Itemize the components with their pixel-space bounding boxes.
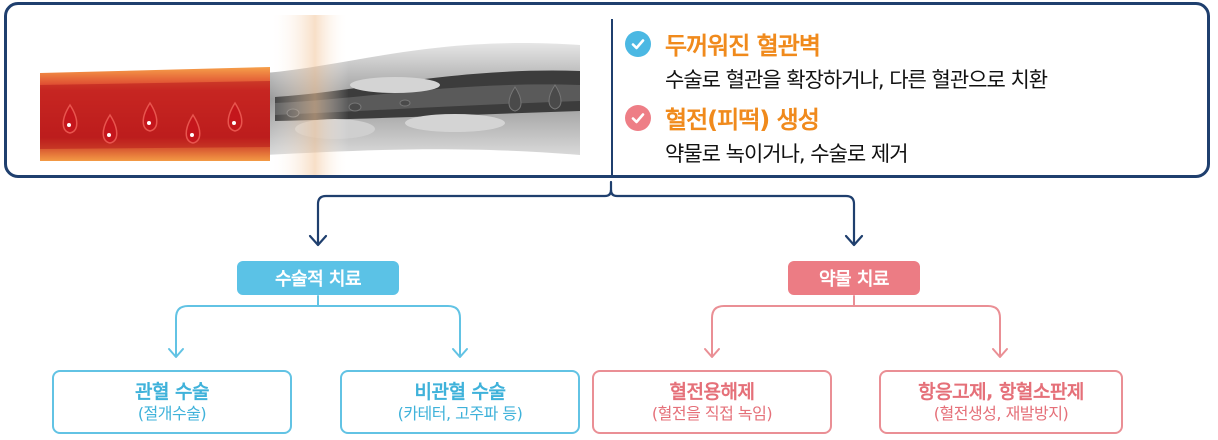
box-title: 비관혈 수술: [414, 381, 506, 403]
non-invasive-surgery-box: 비관혈 수술 (카테터, 고주파 등): [340, 370, 580, 434]
vessel-info-panel: [4, 2, 1210, 178]
anticoagulant-box: 항응고제, 항혈소판제 (혈전생성, 재발방지): [879, 370, 1123, 434]
surgical-treatment-pill: 수술적 치료: [237, 261, 399, 295]
info-item-thrombus: 혈전(피떡) 생성: [625, 100, 820, 135]
box-subtitle: (혈전을 직접 녹임): [651, 404, 773, 423]
box-title: 관혈 수술: [134, 381, 210, 403]
panel-divider: [611, 19, 613, 175]
thrombolytic-box: 혈전용해제 (혈전을 직접 녹임): [592, 370, 832, 434]
info-description: 약물로 녹이거나, 수술로 제거: [665, 142, 909, 166]
box-subtitle: (혈전생성, 재발방지): [933, 404, 1069, 423]
check-icon: [625, 104, 651, 131]
info-description: 수술로 혈관을 확장하거나, 다른 혈관으로 치환: [665, 68, 1048, 92]
check-icon: [625, 30, 651, 57]
info-title: 혈전(피떡) 생성: [665, 106, 820, 134]
info-title: 두꺼워진 혈관벽: [665, 32, 821, 60]
blood-vessel-illustration: [35, 15, 595, 175]
box-subtitle: (카테터, 고주파 등): [397, 404, 523, 423]
drug-treatment-pill: 약물 치료: [788, 261, 920, 295]
open-surgery-box: 관혈 수술 (절개수술): [52, 370, 292, 434]
box-title: 혈전용해제: [669, 381, 755, 403]
box-subtitle: (절개수술): [137, 404, 207, 423]
info-item-thick-wall: 두꺼워진 혈관벽: [625, 26, 821, 61]
box-title: 항응고제, 항혈소판제: [918, 381, 1084, 403]
